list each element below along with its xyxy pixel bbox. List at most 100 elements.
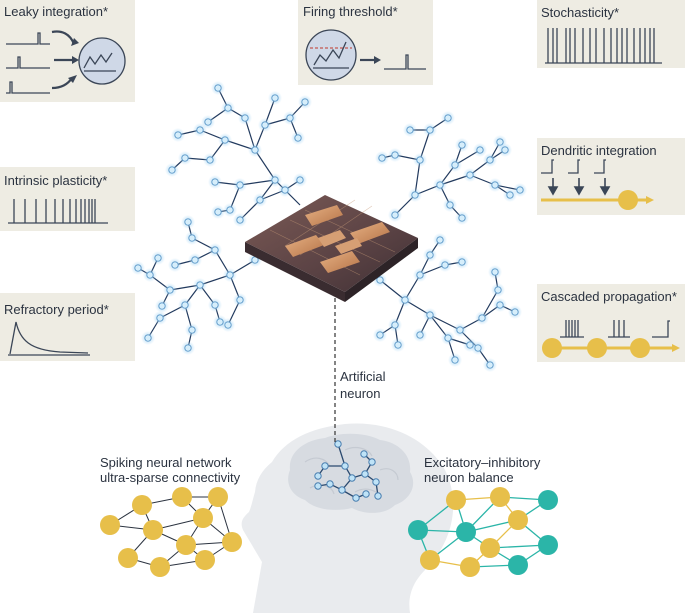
- dendrite-node: [426, 126, 434, 134]
- neuron-node: [100, 515, 120, 535]
- dendrite-node: [221, 136, 229, 144]
- dendrite-node: [416, 331, 424, 339]
- dendrite-node: [241, 114, 249, 122]
- dendrite-node: [391, 211, 399, 219]
- inhibitory-neuron: [456, 522, 476, 542]
- dendrite-node: [436, 236, 444, 244]
- panel-title: Dendritic integration: [541, 143, 657, 158]
- dendrite-node: [211, 178, 219, 186]
- dendrite-branch: [244, 117, 301, 206]
- dendrite-node: [271, 176, 279, 184]
- brain-shape: [288, 433, 414, 513]
- dendrite-node: [188, 326, 196, 334]
- dendrite-node: [261, 121, 269, 129]
- excitatory-neuron: [420, 550, 440, 570]
- dendrite-node: [204, 118, 212, 126]
- panel-title: Intrinsic plasticity*: [4, 173, 107, 188]
- panel-title: Firing threshold*: [303, 4, 398, 19]
- dendrite-branch: [169, 259, 256, 291]
- spiking-neural-network: [100, 487, 242, 577]
- dendrite-node: [444, 114, 452, 122]
- dendrite-node: [286, 114, 294, 122]
- dendrite-branch: [394, 174, 471, 216]
- dendrite-node: [236, 181, 244, 189]
- dendrite-node: [456, 326, 464, 334]
- panel-cascaded-propagation: Cascaded propagation*: [537, 284, 685, 362]
- dendrite-node: [174, 131, 182, 139]
- dendrite-node: [214, 84, 222, 92]
- dendrite-node: [511, 308, 519, 316]
- dendrite-node: [134, 264, 142, 272]
- neuron-node: [143, 520, 163, 540]
- spike: [652, 320, 670, 338]
- excitatory-neuron: [480, 538, 500, 558]
- dendrite-node: [376, 331, 384, 339]
- dendrite-node: [391, 151, 399, 159]
- dendrite-node: [158, 302, 166, 310]
- dendrite-node: [446, 201, 454, 209]
- dendrite-node: [486, 361, 494, 369]
- dendritic-trees: [131, 81, 527, 372]
- panel-intrinsic-plasticity: Intrinsic plasticity*: [0, 167, 135, 231]
- arrow-icon: [51, 30, 79, 90]
- dendrite-node: [211, 246, 219, 254]
- neuron-soma: [587, 338, 607, 358]
- dendrite-node: [376, 276, 384, 284]
- dendrite-node: [458, 258, 466, 266]
- dendrite-node: [466, 171, 474, 179]
- dendrite-node: [171, 261, 179, 269]
- dendrite-node: [188, 234, 196, 242]
- panel-refractory-period: Refractory period*: [0, 293, 135, 361]
- inhibitory-neuron: [538, 490, 558, 510]
- inhibitory-neuron: [538, 535, 558, 555]
- dendrite-node: [491, 268, 499, 276]
- dendrite-node: [251, 146, 259, 154]
- dendrite-branch: [379, 279, 461, 331]
- dendrite-node: [196, 126, 204, 134]
- inhibitory-neuron: [408, 520, 428, 540]
- dendrite-node: [494, 286, 502, 294]
- dendrite-node: [478, 314, 486, 322]
- dendrite-node: [394, 341, 402, 349]
- panel-title: Refractory period*: [4, 302, 109, 317]
- dendrite-node: [281, 186, 289, 194]
- dendrite-node: [236, 296, 244, 304]
- dendrite-node: [216, 318, 224, 326]
- snn-label: Spiking neural network ultra-sparse conn…: [100, 455, 241, 485]
- excitatory-neuron: [490, 487, 510, 507]
- dendrite-node: [184, 218, 192, 226]
- human-head-silhouette: [241, 423, 454, 613]
- neuron-node: [132, 495, 152, 515]
- dendrite-node: [166, 286, 174, 294]
- dendrite-node: [416, 156, 424, 164]
- dendrite-node: [144, 334, 152, 342]
- dendrite-node: [206, 156, 214, 164]
- neuron-soma: [630, 338, 650, 358]
- dendrite-node: [506, 191, 514, 199]
- dendrite-node: [184, 344, 192, 352]
- panel-leaky-integration: Leaky integration*: [0, 0, 135, 102]
- neuron-soma: [305, 29, 357, 81]
- dendrite-node: [301, 98, 309, 106]
- dendrite-node: [411, 191, 419, 199]
- dendrite-node: [378, 154, 386, 162]
- panel-dendritic-integration: Dendritic integration: [537, 138, 685, 215]
- panel-title: Leaky integration*: [4, 4, 108, 19]
- dendrite-node: [391, 321, 399, 329]
- dendrite-node: [444, 334, 452, 342]
- dendrite-node: [214, 208, 222, 216]
- dendrite-node: [181, 301, 189, 309]
- dendrite-node: [271, 94, 279, 102]
- dendrite-node: [226, 206, 234, 214]
- neuron-soma: [78, 37, 126, 85]
- neuron-node: [208, 487, 228, 507]
- dendrite-node: [476, 146, 484, 154]
- neuron-node: [193, 508, 213, 528]
- panel-stochasticity: Stochasticity*: [537, 0, 685, 68]
- dendrite-node: [191, 256, 199, 264]
- dendrite-node: [146, 271, 154, 279]
- neuron-node: [172, 487, 192, 507]
- dendrite-node: [458, 141, 466, 149]
- neuron-node: [150, 557, 170, 577]
